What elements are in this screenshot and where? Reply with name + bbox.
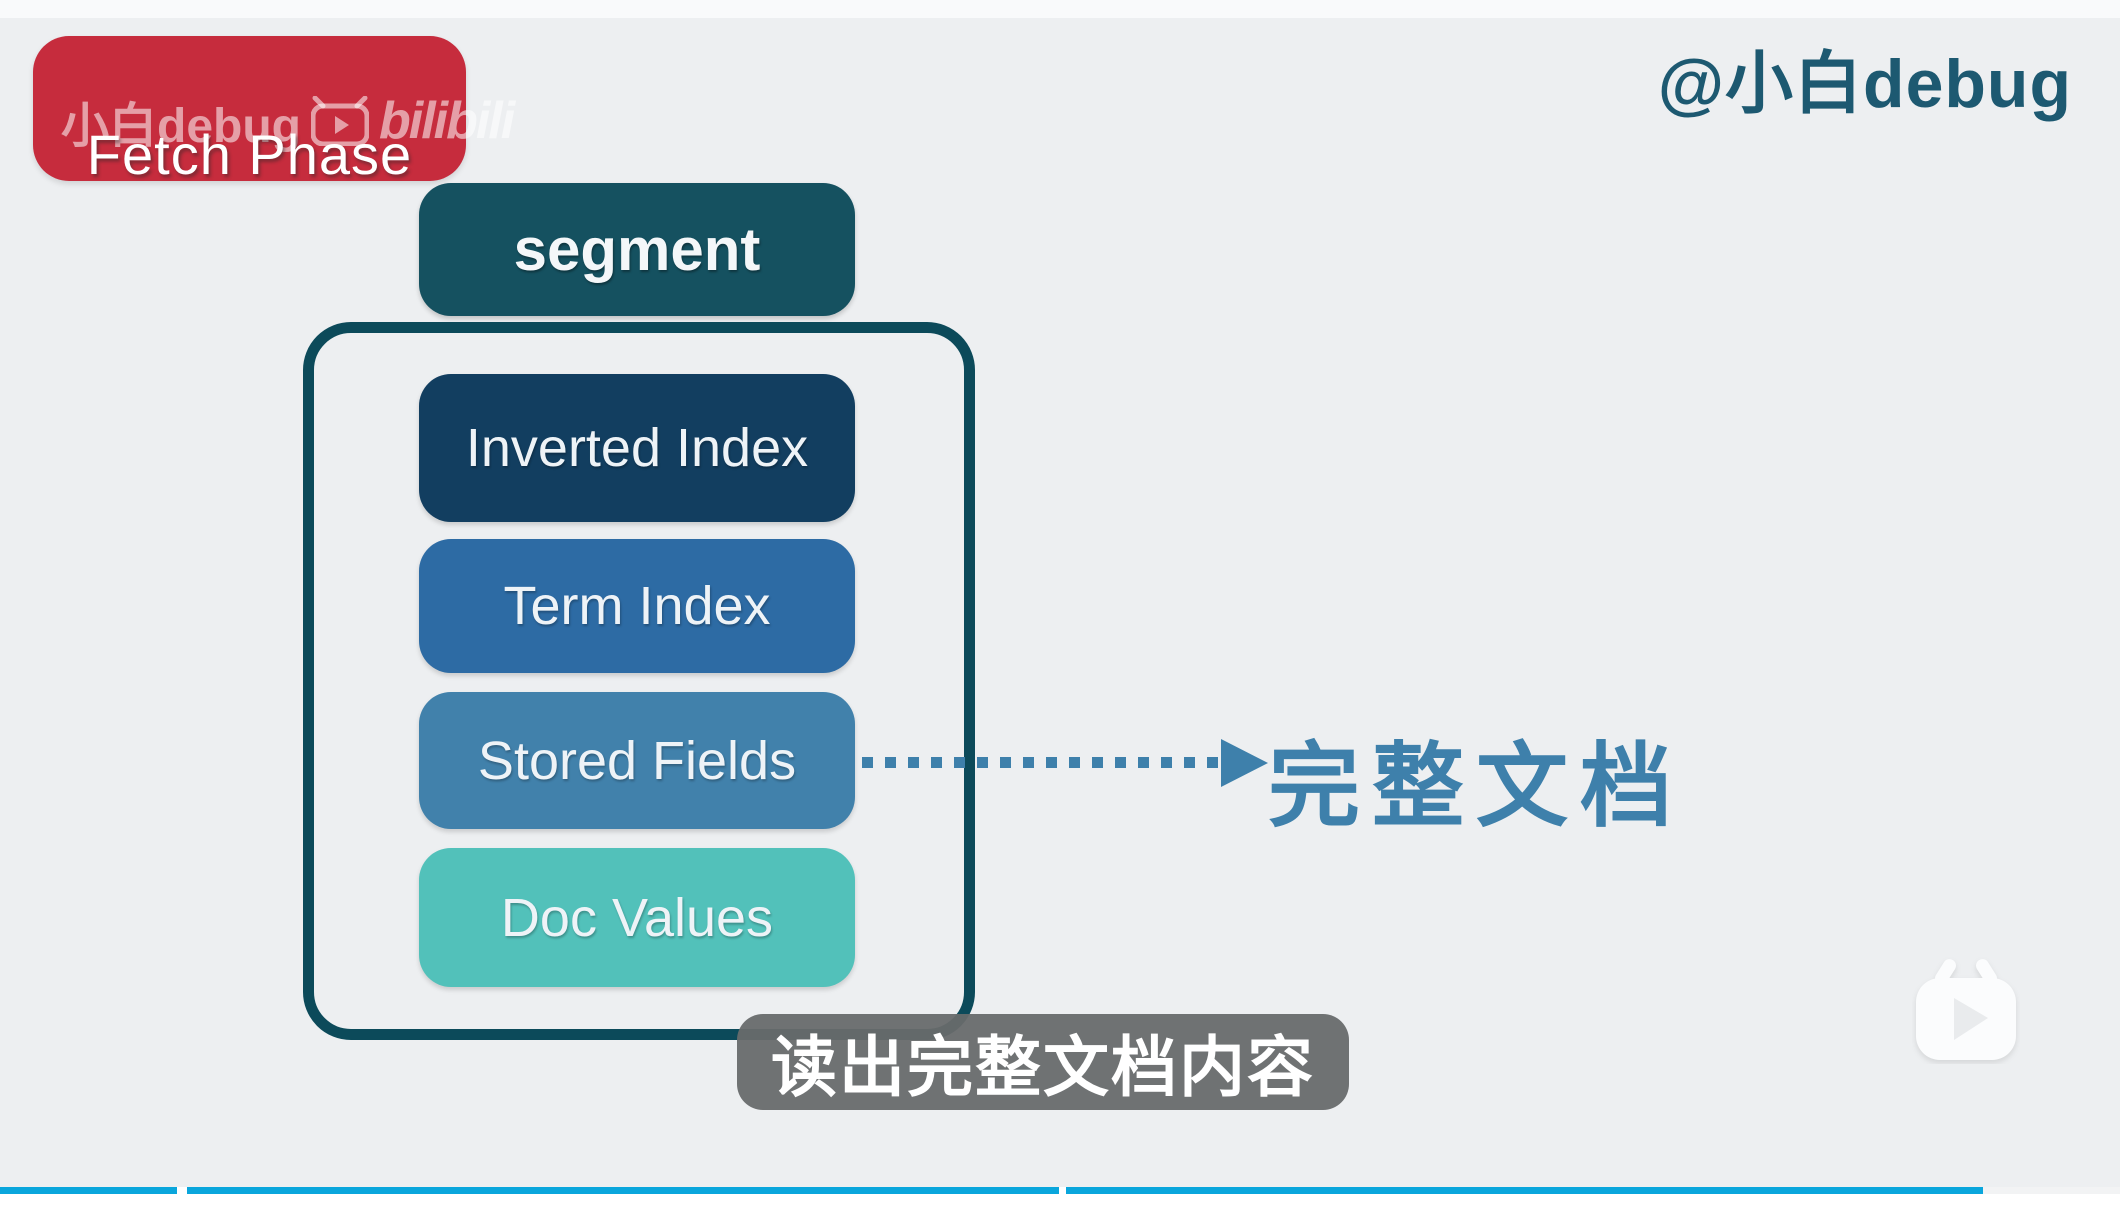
term-index-label: Term Index — [503, 576, 771, 636]
bottom-strip — [0, 1194, 2120, 1206]
stored-fields-label: Stored Fields — [477, 730, 797, 791]
fetch-phase-badge: 小白debug bilibili Fetch Phase — [33, 36, 515, 186]
bilibili-wordmark: bilibili — [378, 92, 515, 150]
dotted-arrow-line — [862, 757, 1222, 768]
segment-label: segment — [513, 216, 761, 283]
watermark-text: 小白debug — [61, 100, 301, 153]
video-subtitle: 读出完整文档内容 — [737, 1014, 1349, 1110]
bilibili-tv-icon — [310, 96, 369, 146]
author-handle: @小白debug — [1657, 46, 2072, 122]
inverted-index-box: Inverted Index — [419, 374, 855, 522]
video-progress-bar[interactable] — [0, 1187, 2120, 1194]
progress-segment[interactable] — [0, 1187, 177, 1194]
inverted-index-label: Inverted Index — [465, 418, 809, 478]
progress-segment[interactable] — [1066, 1187, 1983, 1194]
result-label: 完整文档 — [1268, 736, 1685, 838]
channel-watermark: 小白debug bilibili — [61, 86, 515, 156]
progress-unwatched[interactable] — [1983, 1187, 2120, 1194]
arrowhead-icon — [1221, 739, 1268, 787]
segment-container-outline — [303, 322, 975, 1040]
doc-values-label: Doc Values — [500, 887, 774, 948]
doc-values-box: Doc Values — [419, 848, 855, 987]
play-triangle-icon — [1954, 998, 1988, 1040]
bilibili-corner-tv-icon — [1916, 959, 2016, 1060]
term-index-box: Term Index — [419, 539, 855, 673]
subtitle-text: 读出完整文档内容 — [771, 1030, 1315, 1104]
stored-fields-box: Stored Fields — [419, 692, 855, 829]
badge-label: Fetch Phase — [86, 123, 413, 186]
progress-segment[interactable] — [187, 1187, 1059, 1194]
segment-box: segment — [419, 183, 855, 316]
top-strip — [0, 0, 2120, 18]
